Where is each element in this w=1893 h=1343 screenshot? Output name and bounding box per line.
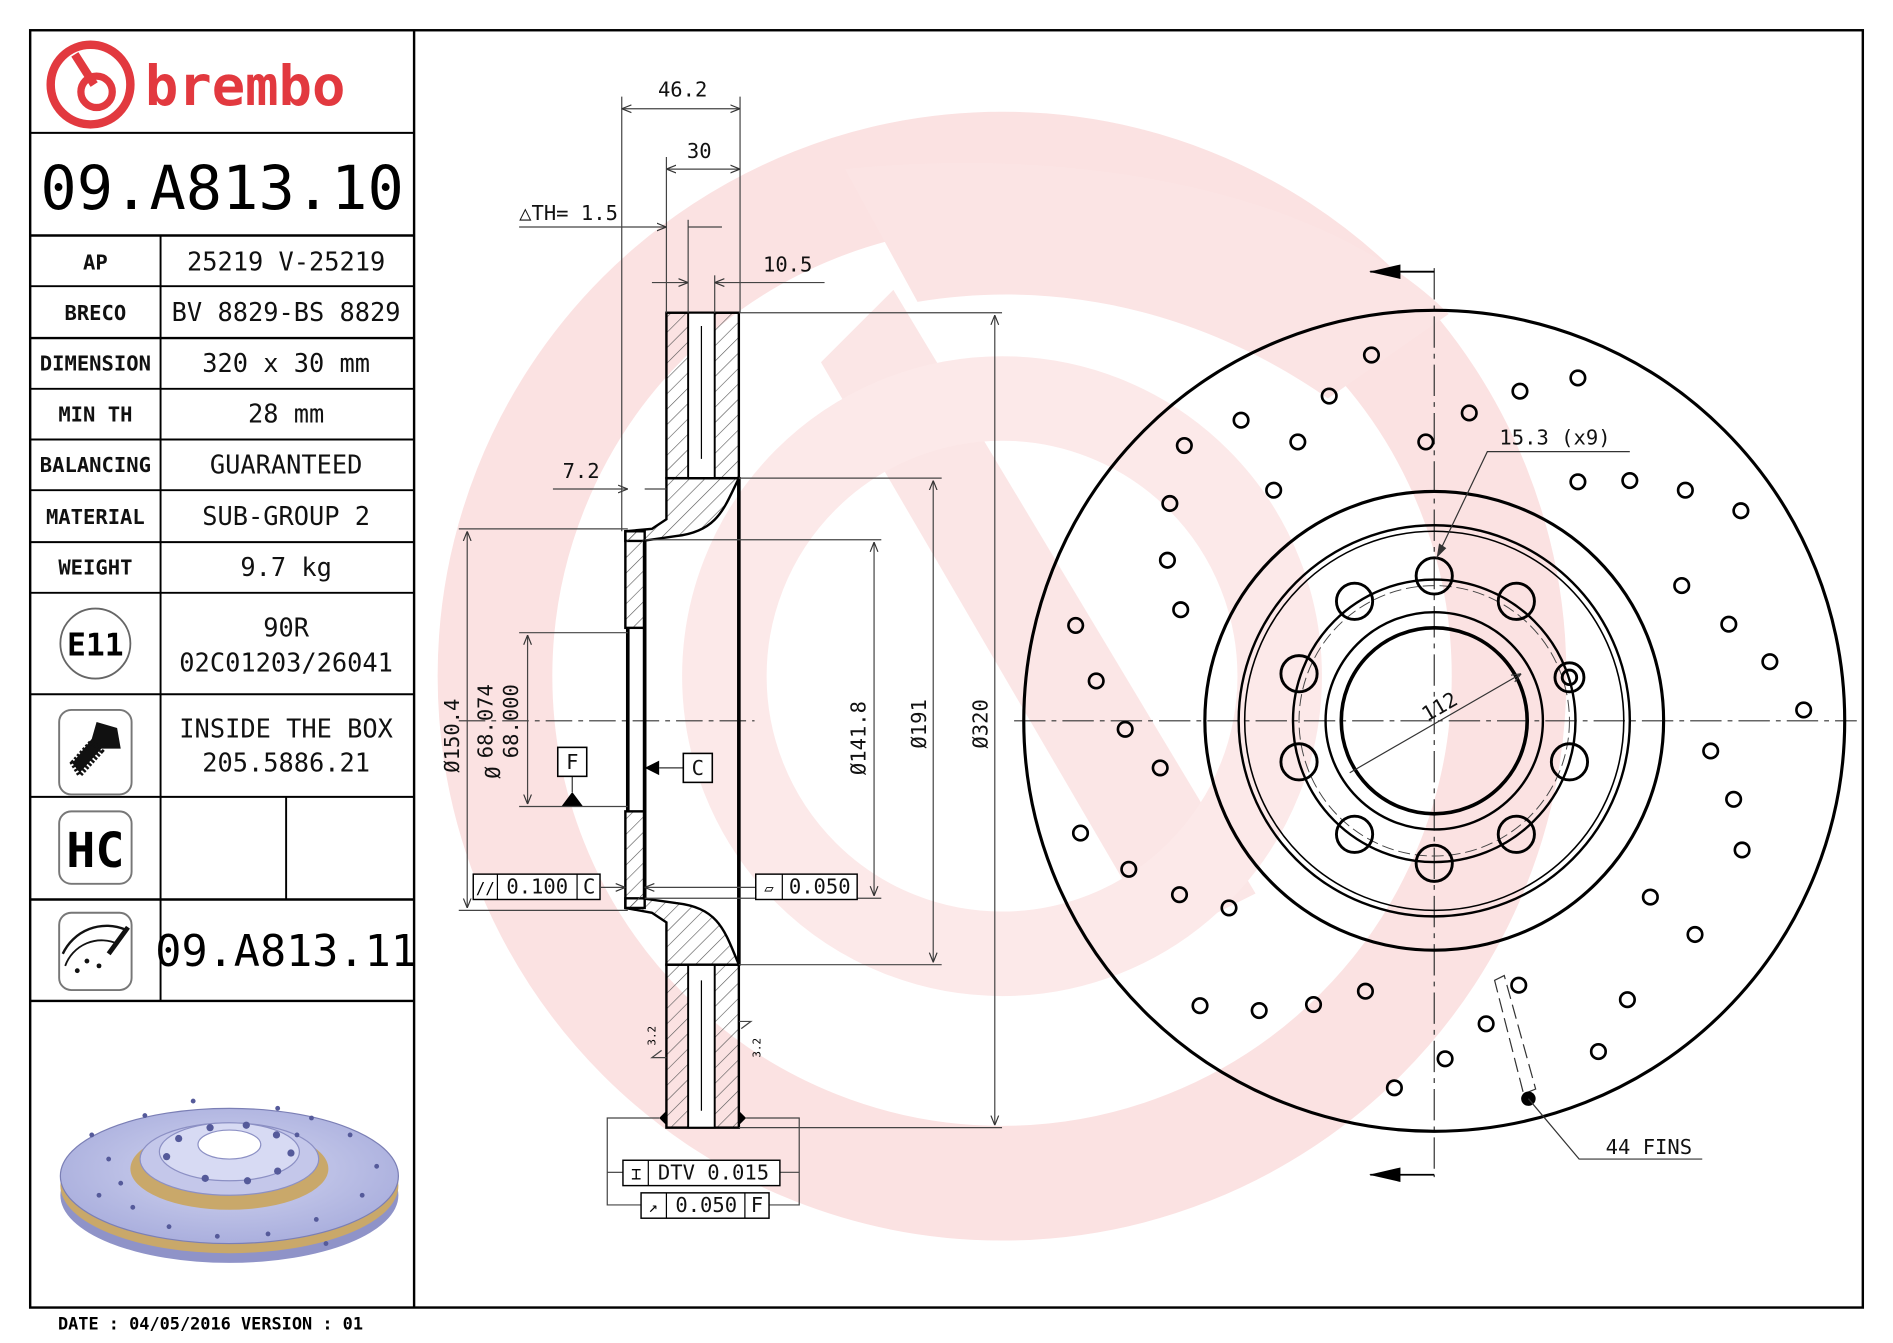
drilled-disc-icon (58, 911, 133, 991)
dim-vent-gap: 10.5 (763, 253, 812, 277)
e11-approval-icon: E11 (59, 607, 132, 680)
dim-hat-offset: 7.2 (563, 459, 600, 483)
spec-value-material: SUB-GROUP 2 (202, 501, 370, 531)
drilled-holes (1067, 346, 1813, 1097)
datum-f-label: F (566, 750, 578, 774)
dtv-tolerance-frame: ⌶ DTV 0.015 (622, 1159, 781, 1187)
section-view: C F 46.2 30 △TH= 1.5 10.5 7.2 Ø150.4 Ø 6… (440, 78, 1003, 1219)
svg-text:0.100: 0.100 (506, 874, 568, 898)
certification-line2: 02C01203/26041 (179, 647, 393, 677)
spec-value-dimension: 320 x 30 mm (202, 348, 370, 378)
svg-text:E11: E11 (67, 628, 124, 664)
spec-value-balancing: GUARANTEED (210, 449, 363, 479)
dim-bore-min: 68.000 (499, 684, 523, 758)
dim-overall-width: 46.2 (658, 78, 707, 102)
spec-label-material: MATERIAL (46, 505, 145, 529)
parallelism-icon: // (476, 878, 495, 897)
screw-icon (58, 708, 133, 796)
spec-label-dimension: DIMENSION (40, 352, 151, 376)
sheet-border (28, 29, 1865, 1309)
dim-bore-prefix: Ø (481, 766, 505, 779)
runout-tolerance-frame: ↗ 0.050 F (640, 1192, 770, 1219)
flatness-tolerance-frame: ▱ 0.050 (644, 873, 858, 901)
svg-text:F: F (751, 1193, 763, 1217)
svg-text:C: C (583, 874, 595, 898)
part-number: 09.A813.10 (40, 154, 403, 224)
spec-value-min-th: 28 mm (248, 399, 324, 429)
front-view: 44 FINS 15.3 (x9) 112 (1014, 264, 1857, 1182)
title-block (30, 131, 415, 1003)
parallelism-tolerance-frame: // 0.100 C (472, 873, 626, 901)
svg-text:DTV 0.015: DTV 0.015 (658, 1161, 769, 1185)
hc-icon: HC (58, 810, 133, 885)
spec-value-breco: BV 8829-BS 8829 (172, 297, 401, 327)
dim-delta-th: △TH= 1.5 (519, 201, 618, 225)
bolt-holes-callout: 15.3 (x9) (1499, 425, 1610, 449)
spec-value-ap: 25219 V-25219 (187, 246, 385, 276)
dim-dia-inner-face: Ø141.8 (847, 701, 871, 775)
datum-c-label: C (692, 756, 704, 780)
spec-label-ap: AP (83, 250, 108, 274)
svg-text:0.050: 0.050 (675, 1193, 737, 1217)
disc-outer-edge (1022, 308, 1847, 1133)
spec-label-min-th: MIN TH (58, 402, 132, 426)
brembo-b-logo-icon (46, 40, 135, 129)
svg-text:0.050: 0.050 (789, 874, 851, 898)
spec-value-weight: 9.7 kg (240, 552, 332, 582)
roughness-right: 3.2 (751, 1038, 764, 1058)
certification-line1: 90R (263, 612, 310, 642)
spec-label-breco: BRECO (64, 301, 126, 325)
dim-thickness: 30 (687, 139, 712, 163)
dim-bore-max: 68.074 (474, 684, 498, 758)
runout-icon: ↗ (648, 1197, 657, 1216)
disc-render-image (59, 1098, 400, 1263)
spec-label-weight: WEIGHT (58, 556, 132, 580)
brand-name: brembo (145, 54, 346, 119)
dim-dia-outer: Ø320 (969, 699, 993, 748)
hardware-line2: 205.5886.21 (202, 748, 370, 778)
roughness-left: 3.2 (646, 1026, 659, 1046)
bolt-holes (1279, 556, 1590, 883)
fins-callout: 44 FINS (1606, 1135, 1692, 1159)
dim-dia-friction-inner: Ø191 (907, 699, 931, 748)
footer-date-version: DATE : 04/05/2016 VERSION : 01 (58, 1313, 363, 1333)
spec-label-balancing: BALANCING (40, 453, 151, 477)
alternate-part-number: 09.A813.11 (155, 927, 417, 977)
svg-text:HC: HC (66, 823, 124, 879)
flatness-icon: ▱ (764, 878, 774, 897)
dim-dia-hat: Ø150.4 (440, 699, 464, 773)
brembo-logo: brembo (46, 40, 346, 129)
hardware-line1: INSIDE THE BOX (179, 714, 393, 744)
spec-table: AP 25219 V-25219 BRECO BV 8829-BS 8829 D… (40, 246, 401, 581)
dtv-icon: ⌶ (631, 1164, 641, 1184)
